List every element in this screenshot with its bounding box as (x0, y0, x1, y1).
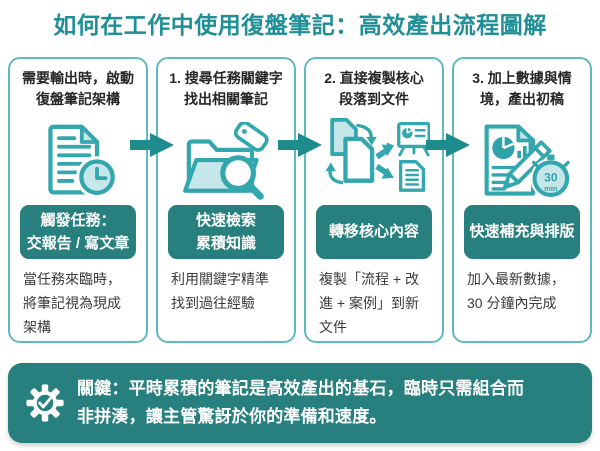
step-3-heading: 2. 直接複製核心 段落到文件 (324, 70, 424, 107)
stopwatch-unit: min (544, 184, 558, 193)
step-card-4: 3. 加上數據與情 境，產出初稿 (452, 57, 592, 343)
step-card-3: 2. 直接複製核心 段落到文件 轉移核心內容 複製「流程 + 改進 + 案例」到… (304, 57, 444, 343)
stopwatch-value: 30 (544, 170, 558, 184)
step-card-2: 1. 搜尋任務關鍵字 找出相關筆記 快速檢索 累積知識 利用關鍵字精準找到過往經… (156, 57, 296, 343)
document-chart-pencil-stopwatch-icon: 30 min (454, 121, 590, 201)
step-4-badge: 快速補充與排版 (464, 205, 580, 259)
step-1-heading: 需要輸出時，啟動 復盤筆記架構 (22, 70, 134, 107)
folder-search-tag-icon (158, 121, 294, 201)
key-banner-text: 關鍵：平時累積的筆記是高效產出的基石，臨時只需組合而非拼湊，讓主管驚訝於你的準備… (77, 379, 525, 426)
page-title: 如何在工作中使用復盤筆記：高效產出流程圖解 (53, 12, 547, 38)
arrow-right-icon (130, 133, 174, 157)
step-3-badge: 轉移核心內容 (316, 205, 432, 259)
step-1-badge: 觸發任務： 交報告 / 寫文章 (20, 205, 136, 259)
step-4-description: 加入最新數據，30 分鐘內完成 (467, 271, 565, 311)
copy-documents-transfer-icon (306, 115, 442, 195)
document-clock-icon (10, 121, 146, 201)
step-1-description: 當任務來臨時，將筆記視為現成架構 (23, 271, 121, 335)
gear-check-icon (26, 384, 64, 422)
step-4-heading: 3. 加上數據與情 境，產出初稿 (472, 70, 572, 107)
step-2-description: 利用關鍵字精準找到過往經驗 (171, 271, 269, 311)
step-2-badge: 快速檢索 累積知識 (168, 205, 284, 259)
step-3-description: 複製「流程 + 改進 + 案例」到新文件 (319, 271, 419, 335)
step-2-heading: 1. 搜尋任務關鍵字 找出相關筆記 (169, 70, 283, 107)
step-card-1: 需要輸出時，啟動 復盤筆記架構 觸發任務： 交報告 / 寫文章 當任務來臨時， (8, 57, 148, 343)
arrow-right-icon (278, 133, 322, 157)
key-banner: 關鍵：平時累積的筆記是高效產出的基石，臨時只需組合而非拼湊，讓主管驚訝於你的準備… (8, 363, 592, 443)
arrow-right-icon (426, 133, 470, 157)
